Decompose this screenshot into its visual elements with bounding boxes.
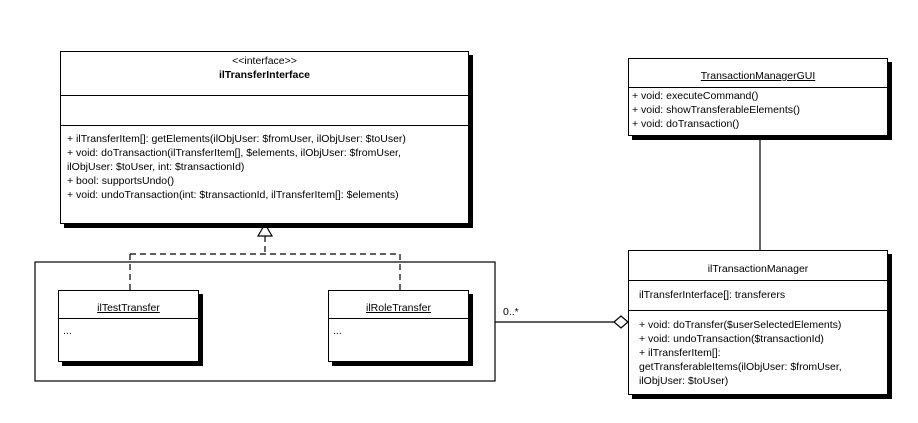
class-body: ... xyxy=(59,319,198,339)
class-name: ilTransactionManager xyxy=(707,263,809,275)
method-line: + void: doTransaction(ilTransferItem[], … xyxy=(67,147,401,159)
method-line: + bool: supportsUndo() xyxy=(67,175,175,187)
method-line: + void: doTransfer($userSelectedElements… xyxy=(639,319,842,331)
class-body-text: ... xyxy=(333,325,342,337)
interface-stereotype: <<interface>> xyxy=(232,55,297,67)
realization-lines xyxy=(129,236,401,290)
class-header: TransactionManagerGUI xyxy=(629,59,887,88)
class-body-text: ... xyxy=(63,325,72,337)
class-header: ilRoleTransfer xyxy=(329,291,468,319)
class-header: ilTransactionManager xyxy=(629,251,887,281)
class-ilRoleTransfer: ilRoleTransfer ... xyxy=(328,290,469,362)
class-name: TransactionManagerGUI xyxy=(700,70,816,82)
class-body: ... xyxy=(329,319,468,339)
method-line: + ilTransferItem[]: xyxy=(639,347,721,359)
class-ilTestTransfer: ilTestTransfer ... xyxy=(58,290,199,362)
class-ilTransactionManager: ilTransactionManager ilTransferInterface… xyxy=(628,250,888,395)
method-line: + void: doTransaction() xyxy=(632,118,740,130)
interface-class-name: ilTransferInterface xyxy=(218,69,311,81)
class-name: ilRoleTransfer xyxy=(366,302,431,314)
method-line: + void: executeCommand() xyxy=(632,90,759,102)
class-attributes-section: ilTransferInterface[]: transferers xyxy=(629,281,887,311)
interface-class-header: <<interface>> ilTransferInterface xyxy=(61,52,468,96)
method-line: + void: undoTransaction($transactionId) xyxy=(639,333,824,345)
attribute-line: ilTransferInterface[]: transferers xyxy=(639,289,786,301)
class-methods-section: + void: doTransfer($userSelectedElements… xyxy=(629,311,887,388)
class-methods-section: + void: executeCommand() + void: showTra… xyxy=(629,88,887,131)
aggregation-diamond xyxy=(613,315,629,329)
class-TransactionManagerGUI: TransactionManagerGUI + void: executeCom… xyxy=(628,58,888,136)
class-name: ilTestTransfer xyxy=(97,302,160,314)
method-line: getTransferableItems(ilObjUser: $fromUse… xyxy=(639,361,842,373)
method-line: + void: showTransferableElements() xyxy=(632,104,800,116)
interface-attributes-section xyxy=(61,96,468,126)
method-line: ilObjUser: $toUser) xyxy=(639,375,729,387)
class-header: ilTestTransfer xyxy=(59,291,198,319)
method-line: + void: undoTransaction(int: $transactio… xyxy=(67,189,399,201)
realization-arrowhead xyxy=(256,222,274,237)
method-line: ilObjUser: $toUser, int: $transactionId) xyxy=(67,161,245,173)
method-line: + ilTransferItem[]: getElements(ilObjUse… xyxy=(67,133,406,145)
multiplicity-label: 0..* xyxy=(503,306,519,318)
interface-class-ilTransferInterface: <<interface>> ilTransferInterface + ilTr… xyxy=(60,51,469,224)
interface-methods-section: + ilTransferItem[]: getElements(ilObjUse… xyxy=(61,126,468,202)
